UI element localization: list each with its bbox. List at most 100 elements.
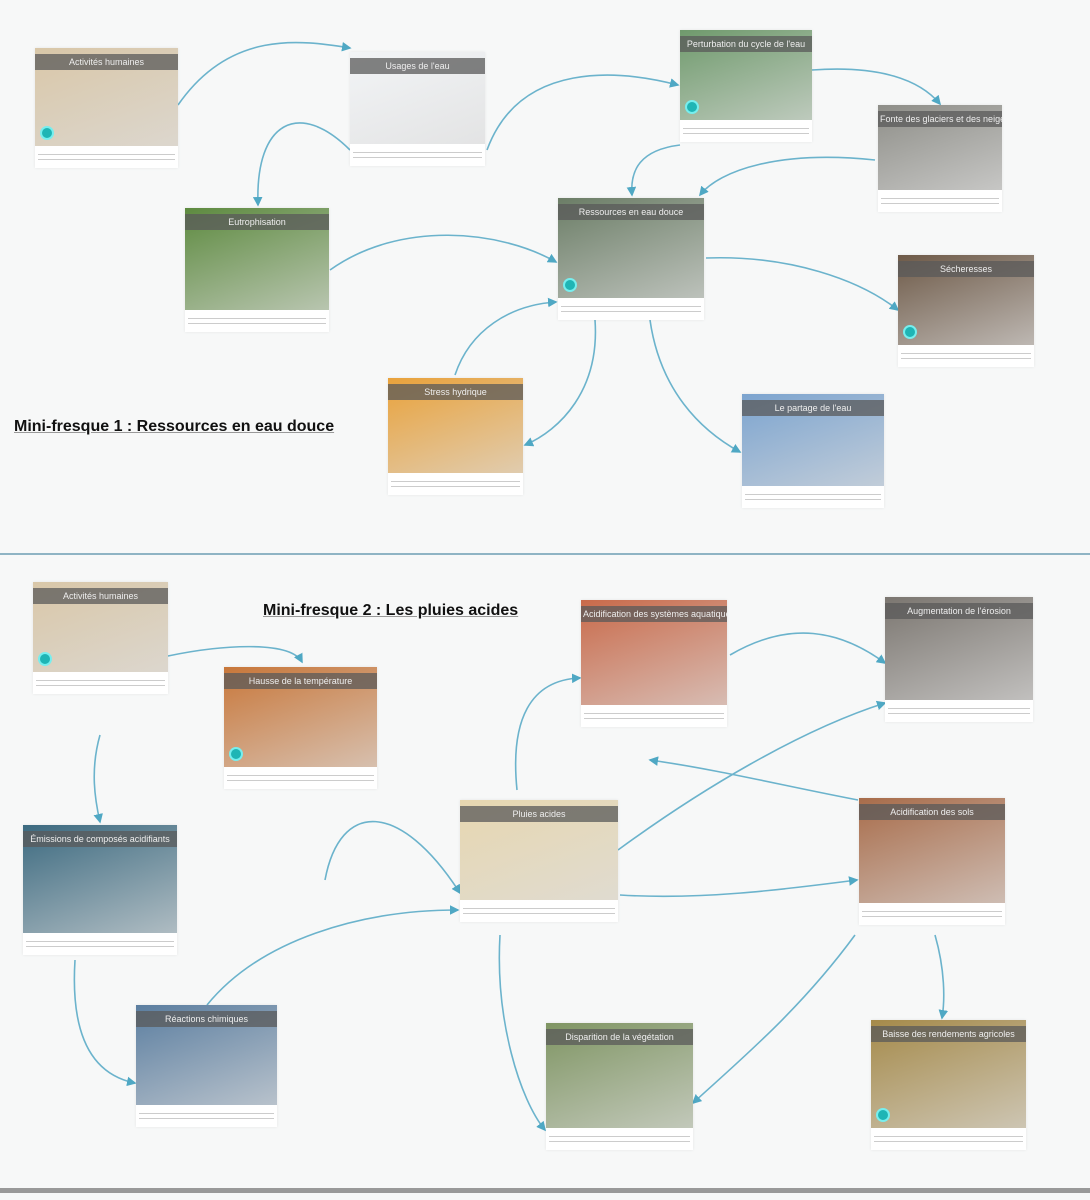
card-caption (391, 479, 520, 491)
fresco-card[interactable]: Disparition de la végétation (546, 1023, 693, 1150)
card-image: Activités humaines (33, 582, 168, 672)
horizontal-scrollbar[interactable] (0, 1188, 1090, 1193)
fresco-card[interactable]: Acidification des sols (859, 798, 1005, 925)
card-image: Acidification des systèmes aquatiques (581, 600, 727, 705)
arrow (206, 905, 460, 1006)
card-title: Acidification des systèmes aquatiques (581, 606, 727, 622)
arrow (486, 74, 680, 151)
fresco-card[interactable]: Augmentation de l'érosion (885, 597, 1033, 722)
card-caption (901, 351, 1031, 363)
card-title: Stress hydrique (388, 384, 523, 400)
arrow (691, 934, 856, 1105)
card-image: Usages de l'eau (350, 52, 485, 144)
fresco-card[interactable]: Stress hydrique (388, 378, 523, 495)
card-caption (888, 706, 1030, 718)
card-image: Hausse de la température (224, 667, 377, 767)
card-caption (38, 152, 175, 164)
card-number-badge-icon (563, 278, 577, 292)
card-image: Sécheresses (898, 255, 1034, 345)
fresco-card[interactable]: Fonte des glaciers et des neiges (878, 105, 1002, 212)
arrow (698, 156, 876, 197)
arrow (73, 959, 137, 1087)
arrow (498, 934, 547, 1132)
card-title: Émissions de composés acidifiants (23, 831, 177, 847)
fresco-card[interactable]: Acidification des systèmes aquatiques (581, 600, 727, 727)
card-title: Activités humaines (35, 54, 178, 70)
card-number-badge-icon (876, 1108, 890, 1122)
card-number-badge-icon (229, 747, 243, 761)
arrow (167, 645, 303, 664)
arrow (617, 700, 887, 851)
fresco-card[interactable]: Le partage de l'eau (742, 394, 884, 508)
card-title: Ressources en eau douce (558, 204, 704, 220)
arrow (329, 234, 558, 271)
card-caption (26, 939, 174, 951)
fresco-card[interactable]: Activités humaines (33, 582, 168, 694)
card-title: Sécheresses (898, 261, 1034, 277)
fresco-card[interactable]: Perturbation du cycle de l'eau (680, 30, 812, 142)
card-title: Augmentation de l'érosion (885, 603, 1033, 619)
fresco-card[interactable]: Ressources en eau douce (558, 198, 704, 320)
card-title: Hausse de la température (224, 673, 377, 689)
card-caption (227, 773, 374, 785)
card-caption (745, 492, 881, 504)
card-title: Le partage de l'eau (742, 400, 884, 416)
card-caption (561, 304, 701, 316)
arrow (454, 297, 558, 376)
card-image: Pluies acides (460, 800, 618, 900)
section-title-1: Mini-fresque 1 : Ressources en eau douce (14, 418, 335, 435)
card-title: Réactions chimiques (136, 1011, 277, 1027)
fresco-card[interactable]: Réactions chimiques (136, 1005, 277, 1127)
card-image: Eutrophisation (185, 208, 329, 310)
fresco-card[interactable]: Pluies acides (460, 800, 618, 922)
arrow (811, 68, 942, 106)
fresco-card[interactable]: Sécheresses (898, 255, 1034, 367)
arrow (324, 820, 461, 895)
card-caption (549, 1134, 690, 1146)
card-title: Fonte des glaciers et des neiges (878, 111, 1002, 127)
arrow (93, 734, 103, 824)
card-image: Perturbation du cycle de l'eau (680, 30, 812, 120)
card-image: Stress hydrique (388, 378, 523, 473)
card-image: Émissions de composés acidifiants (23, 825, 177, 933)
arrow (934, 934, 949, 1020)
fresco-card[interactable]: Activités humaines (35, 48, 178, 168)
card-caption (874, 1134, 1023, 1146)
card-title: Pluies acides (460, 806, 618, 822)
card-image: Ressources en eau douce (558, 198, 704, 298)
card-image: Activités humaines (35, 48, 178, 146)
arrow (705, 256, 900, 311)
card-number-badge-icon (685, 100, 699, 114)
card-title: Eutrophisation (185, 214, 329, 230)
card-caption (139, 1111, 274, 1123)
card-caption (683, 126, 809, 138)
fresco-card[interactable]: Baisse des rendements agricoles (871, 1020, 1026, 1150)
fresco-card[interactable]: Émissions de composés acidifiants (23, 825, 177, 955)
card-image: Baisse des rendements agricoles (871, 1020, 1026, 1128)
card-number-badge-icon (40, 126, 54, 140)
card-caption (36, 678, 165, 690)
card-title: Usages de l'eau (350, 58, 485, 74)
arrow (729, 632, 887, 664)
card-title: Activités humaines (33, 588, 168, 604)
section-divider (0, 553, 1090, 555)
section-title-2: Mini-fresque 2 : Les pluies acides (263, 602, 519, 619)
arrow (649, 319, 742, 453)
arrow (626, 144, 681, 197)
arrow (648, 756, 859, 801)
arrow (177, 41, 352, 106)
card-image: Le partage de l'eau (742, 394, 884, 486)
card-title: Perturbation du cycle de l'eau (680, 36, 812, 52)
fresco-card[interactable]: Hausse de la température (224, 667, 377, 789)
card-title: Baisse des rendements agricoles (871, 1026, 1026, 1042)
card-caption (584, 711, 724, 723)
card-number-badge-icon (903, 325, 917, 339)
card-image: Fonte des glaciers et des neiges (878, 105, 1002, 190)
arrow (252, 122, 351, 207)
fresco-card[interactable]: Eutrophisation (185, 208, 329, 332)
card-caption (881, 196, 999, 208)
card-image: Acidification des sols (859, 798, 1005, 903)
fresco-card[interactable]: Usages de l'eau (350, 52, 485, 166)
card-caption (353, 150, 482, 162)
